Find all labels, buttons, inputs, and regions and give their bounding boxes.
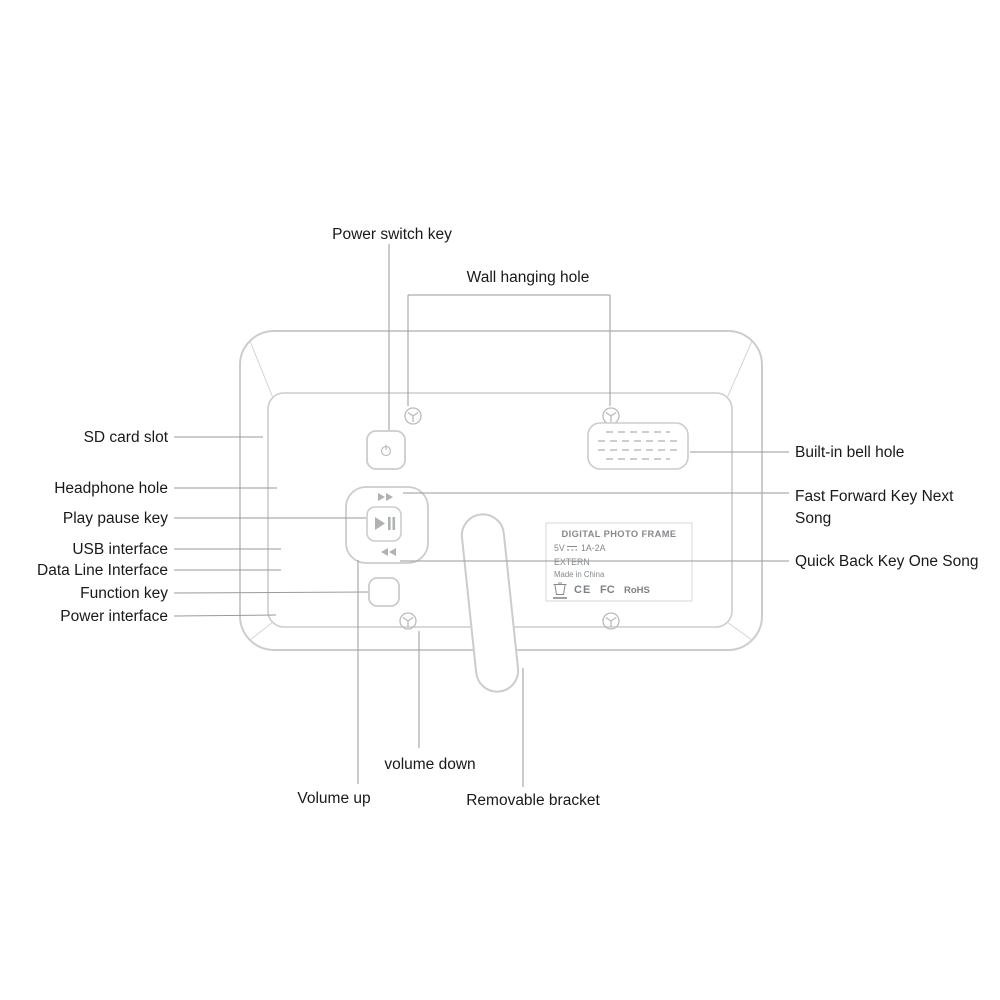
label-data-line-interface: Data Line Interface	[37, 562, 168, 579]
dc-symbol	[567, 546, 577, 551]
label-sd-card-slot: SD card slot	[84, 429, 169, 446]
label-removable-bracket: Removable bracket	[466, 792, 600, 809]
rohs-mark: RoHS	[624, 585, 650, 596]
plate-made-in: Made in China	[554, 570, 605, 579]
fcc-mark: FC	[600, 584, 615, 596]
plate-voltage: 5V	[554, 543, 565, 553]
photo-frame-back: DIGITAL PHOTO FRAME 5V 1A-2A EXTERN Made…	[239, 330, 763, 693]
plate-title: DIGITAL PHOTO FRAME	[561, 529, 676, 539]
corner-bevel	[249, 621, 274, 641]
label-usb-interface: USB interface	[72, 541, 168, 558]
label-volume-down: volume down	[384, 756, 475, 773]
function-button	[368, 577, 400, 607]
stand-bracket	[460, 513, 520, 693]
label-headphone-hole: Headphone hole	[54, 480, 168, 497]
leader-function-key	[173, 591, 369, 594]
plate-current: 1A-2A	[581, 543, 606, 553]
label-fast-forward-key-line2: Song	[795, 510, 831, 527]
fast-forward-icon	[378, 493, 393, 501]
power-icon	[380, 444, 392, 457]
labels: Power switch key Wall hanging hole SD ca…	[37, 226, 979, 809]
bottom-screw-left	[399, 612, 417, 630]
ce-mark: CE	[574, 584, 591, 596]
rewind-icon	[381, 548, 396, 556]
rating-plate: DIGITAL PHOTO FRAME 5V 1A-2A EXTERN Made…	[545, 522, 693, 602]
label-quick-back-key: Quick Back Key One Song	[795, 553, 979, 570]
play-pause-icon	[375, 517, 396, 530]
corner-bevel	[249, 340, 274, 399]
corner-bevel	[726, 621, 753, 641]
weee-bin-icon	[553, 582, 567, 599]
plate-extern: EXTERN	[554, 557, 590, 567]
bottom-screw-right	[602, 612, 620, 630]
speaker-grille	[587, 422, 689, 470]
label-function-key: Function key	[80, 585, 168, 602]
wall-hanging-screw-left	[404, 407, 422, 425]
label-fast-forward-key-line1: Fast Forward Key Next	[795, 488, 954, 505]
label-wall-hanging-hole: Wall hanging hole	[467, 269, 590, 286]
label-volume-up: Volume up	[297, 790, 370, 807]
label-power-switch-key: Power switch key	[332, 226, 452, 243]
label-built-in-bell-hole: Built-in bell hole	[795, 444, 904, 461]
corner-bevel	[726, 340, 753, 399]
label-play-pause-key: Play pause key	[63, 510, 168, 527]
control-pad	[345, 486, 429, 564]
label-power-interface: Power interface	[60, 608, 168, 625]
leader-lines	[173, 244, 789, 787]
leader-power-interface	[173, 614, 277, 617]
power-switch-button	[366, 430, 406, 470]
leader-wall-hanging-hole	[407, 294, 611, 406]
